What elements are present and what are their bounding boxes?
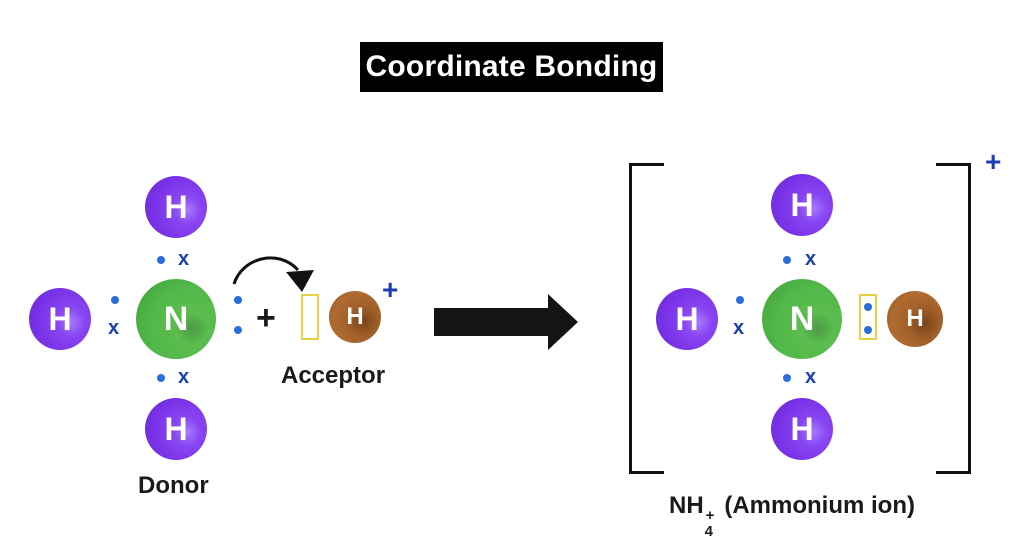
plus-sign: + [256, 299, 276, 337]
electron-dot [157, 256, 165, 264]
product-hydrogen-bottom: H [771, 398, 833, 460]
formula-main: NH [669, 492, 704, 519]
atom-symbol: N [789, 299, 815, 338]
product-charge: + [985, 146, 1002, 177]
donor-hydrogen-left: H [29, 288, 91, 350]
diagram-title: Coordinate Bonding [360, 42, 663, 92]
acceptor-label: Acceptor [281, 362, 386, 389]
right-bracket [936, 163, 971, 474]
electron-dot [736, 296, 744, 304]
electron-cross: x [805, 248, 817, 270]
acceptor-charge: + [382, 274, 399, 305]
electron-cross: x [805, 366, 817, 388]
product-nitrogen: N [762, 279, 842, 359]
electron-dot [783, 256, 791, 264]
right-arrow-icon [434, 294, 578, 350]
left-bracket [629, 163, 664, 474]
product-label: NH+4 (Ammonium ion) [669, 492, 915, 540]
atom-symbol: H [346, 303, 364, 330]
electron-cross: x [733, 317, 745, 339]
formula-superscript: + [705, 507, 715, 524]
formula-subscript: 4 [704, 523, 714, 540]
acceptor-hydrogen: H [329, 291, 381, 343]
donor-label: Donor [138, 472, 209, 499]
electron-cross: x [108, 317, 120, 339]
donor-hydrogen-bottom: H [145, 398, 207, 460]
atom-symbol: H [790, 410, 814, 447]
atom-symbol: H [675, 300, 699, 337]
shared-pair-dot [864, 303, 872, 311]
shared-pair-dot [864, 326, 872, 334]
product-hydrogen-top: H [771, 174, 833, 236]
lone-pair-dot [234, 326, 242, 334]
empty-orbital [301, 294, 319, 340]
atom-symbol: H [48, 300, 72, 337]
product-hydrogen-left: H [656, 288, 718, 350]
atom-symbol: H [790, 186, 814, 223]
product-added-hydrogen: H [887, 291, 943, 347]
formula-name: (Ammonium ion) [717, 492, 915, 519]
coordinate-bond-orbital [859, 294, 877, 340]
electron-dot [157, 374, 165, 382]
atom-symbol: H [164, 188, 188, 225]
atom-symbol: H [906, 305, 924, 332]
electron-dot [111, 296, 119, 304]
donor-hydrogen-top: H [145, 176, 207, 238]
curved-arrow-icon [232, 256, 314, 292]
atom-symbol: N [163, 299, 189, 338]
donor-nitrogen: N [136, 279, 216, 359]
electron-dot [783, 374, 791, 382]
lone-pair-dot [234, 296, 242, 304]
electron-cross: x [178, 248, 190, 270]
electron-cross: x [178, 366, 190, 388]
atom-symbol: H [164, 410, 188, 447]
